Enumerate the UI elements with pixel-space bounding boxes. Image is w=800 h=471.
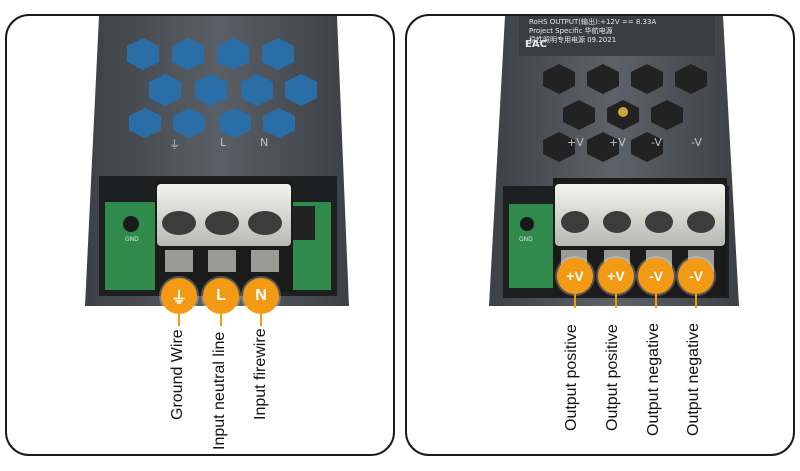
output-negative-label-2: Output negative [685, 323, 702, 436]
plate-line-2: Project Specific 华航电源 [529, 27, 613, 35]
neg-1-leader-line [655, 294, 657, 308]
plate-line-1: RoHS OUTPUT(输出):+12V == 8.33A [529, 18, 657, 26]
output-neg-badge-1: -V [638, 258, 674, 294]
output-terminal-panel: RoHS OUTPUT(输出):+12V == 8.33A Project Sp… [405, 14, 795, 456]
l-leader-line [220, 314, 222, 326]
case-marking-neg-2: -V [691, 136, 702, 149]
case-marking-l: L [220, 136, 227, 149]
output-negative-label-1: Output negative [645, 323, 662, 436]
output-neg-badge-2: -V [678, 258, 714, 294]
case-marking-ground: ⏚ [169, 138, 180, 151]
output-positive-label-1: Output positive [563, 324, 580, 431]
input-firewire-label: Input firewire [252, 328, 269, 420]
pcb-gnd-text: GND [125, 236, 139, 243]
output-pos-badge-1: +V [557, 258, 593, 294]
case-marking-neg-1: -V [651, 136, 662, 149]
rating-plate: RoHS OUTPUT(输出):+12V == 8.33A Project Sp… [529, 18, 656, 45]
case-marking-pos-1: +V [567, 136, 584, 149]
output-pos-badge-2: +V [598, 258, 634, 294]
case-marking-pos-2: +V [609, 136, 626, 149]
pos-2-leader-line [615, 294, 617, 308]
plate-line-3: 稳性照明专用电源 09.2021 [529, 36, 617, 44]
neg-2-leader-line [695, 294, 697, 308]
input-neutral-line-label: Input neutral line [211, 331, 228, 450]
n-terminal-badge: N [243, 278, 279, 314]
input-terminal-panel: ⏚ L N GND ⏚ L N Ground Wire Input neutra… [5, 14, 395, 456]
eac-mark: EAC [525, 39, 547, 50]
pcb-gnd-text: GND [519, 236, 533, 243]
l-terminal-badge: L [203, 278, 239, 314]
ground-terminal-badge: ⏚ [161, 278, 197, 314]
n-leader-line [260, 314, 262, 326]
ground-leader-line [178, 314, 180, 326]
case-marking-n: N [260, 136, 269, 149]
input-terminal-photo [85, 16, 349, 306]
output-positive-label-2: Output positive [604, 324, 621, 431]
ground-wire-label: Ground Wire [169, 329, 186, 420]
pos-1-leader-line [574, 294, 576, 308]
